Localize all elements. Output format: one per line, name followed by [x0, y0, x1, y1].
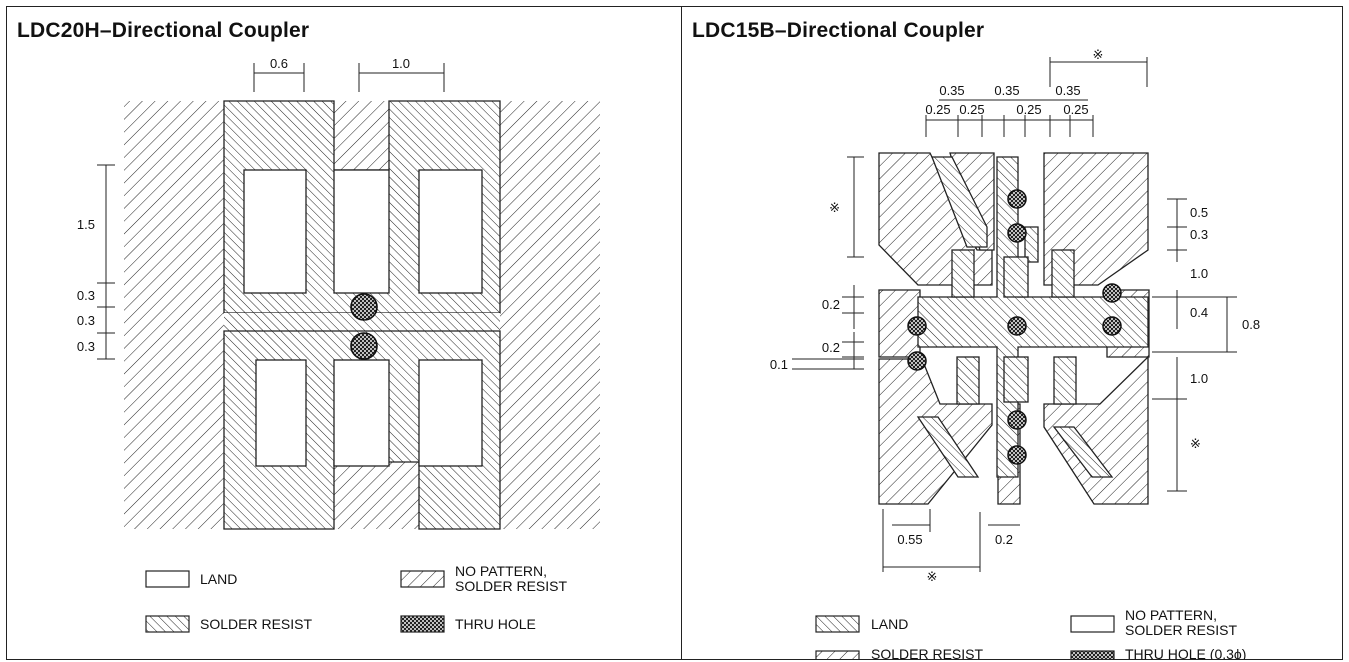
land-top-right: [418, 169, 483, 294]
dim-right-0-8: 0.8: [1242, 317, 1260, 332]
dim-0-25-b: 0.25: [959, 102, 984, 117]
legend-solder-resist-label: SOLDER RESIST: [200, 616, 312, 632]
legend-no-pattern-label-2: SOLDER RESIST: [455, 578, 567, 594]
panel-title-ldc20h: LDC20H–Directional Coupler: [17, 19, 310, 42]
land-pad: [1003, 256, 1029, 298]
dim-0-6: 0.6: [270, 56, 288, 71]
dim-top-star: ※: [1093, 47, 1104, 62]
legend-thru-hole-label: THRU HOLE (0.3ϕ): [1125, 646, 1246, 659]
thru-hole: [1007, 189, 1027, 209]
legend-no-pattern-label-2: SOLDER RESIST: [1125, 622, 1237, 638]
thru-hole: [1102, 316, 1122, 336]
ldc20h-diagram: 0.6 1.0 1.5 0.3 0.3 0.3 LAND SOLDER RESI…: [77, 56, 600, 633]
land-bottom-right: [418, 359, 483, 467]
dim-right-star: ※: [1190, 436, 1201, 451]
solder-resist-arm: [1043, 355, 1149, 505]
thru-hole: [350, 332, 378, 360]
panel-ldc20h: LDC20H–Directional Coupler: [6, 6, 682, 660]
land-pad: [1051, 249, 1075, 298]
land-top-left: [243, 169, 307, 294]
legend-land-swatch: [815, 615, 860, 633]
dim-0-35-b: 0.35: [994, 83, 1019, 98]
legend-thru-hole-swatch: [1070, 650, 1115, 659]
dim-0-35-c: 0.35: [1055, 83, 1080, 98]
dim-0-35-a: 0.35: [939, 83, 964, 98]
thru-hole: [1007, 316, 1027, 336]
dim-0-25-c: 0.25: [1016, 102, 1041, 117]
legend-thru-hole-swatch: [400, 615, 445, 633]
land-trace: [931, 156, 988, 248]
thru-hole: [350, 293, 378, 321]
land-trace: [916, 416, 980, 478]
dim-bottom-0-55: 0.55: [897, 532, 922, 547]
thru-hole: [1007, 223, 1027, 243]
thru-hole: [1007, 445, 1027, 465]
dim-right-1-0-b: 1.0: [1190, 371, 1208, 386]
legend-no-pattern-swatch: [400, 570, 445, 588]
land-pad: [1003, 356, 1029, 403]
dim-0-3-b: 0.3: [77, 313, 95, 328]
land-pad: [956, 356, 980, 405]
panel-ldc15b: LDC15B–Directional Coupler: [681, 6, 1343, 660]
legend-land-label: LAND: [871, 616, 908, 632]
dim-left-0-2-a: 0.2: [822, 297, 840, 312]
thru-hole: [1102, 283, 1122, 303]
dim-right-0-5: 0.5: [1190, 205, 1208, 220]
thru-hole: [1007, 410, 1027, 430]
dim-right-0-3: 0.3: [1190, 227, 1208, 242]
legend-solder-resist-swatch: [815, 650, 860, 659]
dim-right-0-4: 0.4: [1190, 305, 1208, 320]
land-pad: [1053, 356, 1077, 405]
legend-no-pattern-label-1: NO PATTERN,: [1125, 607, 1217, 623]
legend-solder-resist-swatch: [145, 615, 190, 633]
dim-0-3-c: 0.3: [77, 339, 95, 354]
legend-land-swatch: [145, 570, 190, 588]
dim-left-0-2-b: 0.2: [822, 340, 840, 355]
dim-bottom-star: ※: [927, 569, 938, 584]
land-trace: [1024, 226, 1039, 263]
solder-resist-middle: [224, 313, 500, 331]
dim-1-0: 1.0: [392, 56, 410, 71]
legend-no-pattern-label-1: NO PATTERN,: [455, 563, 547, 579]
legend-solder-resist-label: SOLDER RESIST: [871, 646, 983, 659]
legend-no-pattern-swatch: [1070, 615, 1115, 633]
dim-right-1-0-a: 1.0: [1190, 266, 1208, 281]
land-trace: [1052, 426, 1114, 478]
legend-thru-hole-label: THRU HOLE: [455, 616, 536, 632]
land-top-center: [333, 169, 390, 294]
dim-left-0-1: 0.1: [770, 357, 788, 372]
land-bottom-left: [255, 359, 307, 467]
land-pad: [951, 249, 975, 298]
panel-title-ldc15b: LDC15B–Directional Coupler: [692, 19, 985, 42]
dim-0-25-a: 0.25: [925, 102, 950, 117]
thru-hole: [907, 316, 927, 336]
dim-bottom-0-2: 0.2: [995, 532, 1013, 547]
legend-land-label: LAND: [200, 571, 237, 587]
dim-left-star: ※: [829, 200, 840, 215]
dim-1-5: 1.5: [77, 217, 95, 232]
ldc15b-diagram: ※ 0.35 0.35 0.35 0.25 0.25 0.25 0.25 ※ 0…: [770, 47, 1260, 659]
dim-0-25-d: 0.25: [1063, 102, 1088, 117]
land-bottom-center: [333, 359, 390, 467]
thru-hole: [907, 351, 927, 371]
dim-0-3-a: 0.3: [77, 288, 95, 303]
